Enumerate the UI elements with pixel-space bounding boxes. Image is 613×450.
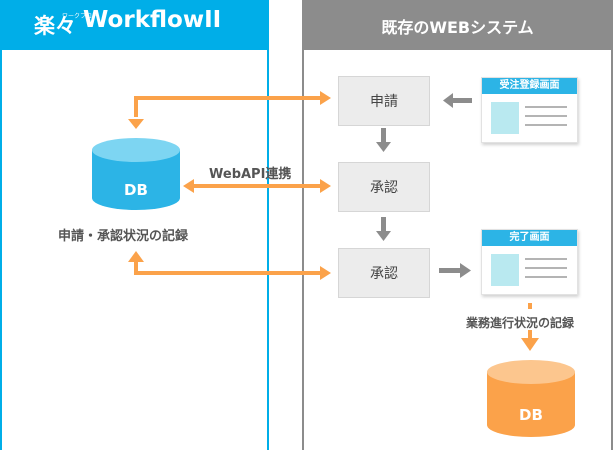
- image-placeholder-icon: [491, 254, 519, 286]
- step-approve-2: 承認: [338, 248, 430, 298]
- step-apply-label: 申請: [370, 94, 398, 110]
- record-arrow: [521, 303, 539, 351]
- text-line: [525, 115, 567, 117]
- step-approve-1-label: 承認: [370, 180, 398, 196]
- order-entry-screen: 受注登録画面: [481, 77, 578, 143]
- connector-webapi: [183, 179, 331, 193]
- records-label: 申請・承認状況の記録: [58, 229, 189, 244]
- connector-approve: [128, 251, 331, 280]
- existing-db-label: DB: [519, 406, 543, 424]
- text-line: [525, 106, 567, 108]
- brand-kana: ワークフロー: [62, 13, 99, 20]
- step-approve-1: 承認: [338, 162, 430, 212]
- text-line: [525, 267, 567, 269]
- brand-kanji: 楽々: [34, 14, 76, 38]
- text-line: [525, 258, 567, 260]
- existing-system-title: 既存のWEBシステム: [381, 18, 534, 37]
- text-line: [525, 124, 567, 126]
- workflow-title: WorkflowII: [83, 7, 222, 33]
- existing-system-header: [302, 0, 613, 50]
- webapi-label: WebAPI連携: [209, 167, 292, 182]
- connector-apply: [128, 91, 331, 129]
- image-placeholder-icon: [491, 102, 519, 134]
- flow-arrows: [376, 93, 472, 278]
- progress-label: 業務進行状況の記録: [466, 316, 575, 330]
- completion-screen-title: 完了画面: [482, 230, 577, 246]
- completion-screen: 完了画面: [481, 229, 578, 295]
- workflow-db-cylinder: [92, 138, 180, 210]
- step-approve-2-label: 承認: [370, 266, 398, 282]
- order-entry-screen-title: 受注登録画面: [482, 78, 577, 94]
- step-apply: 申請: [338, 76, 430, 126]
- workflow-header: [0, 0, 269, 50]
- text-line: [525, 276, 567, 278]
- workflow-db-label: DB: [124, 181, 148, 199]
- existing-db-cylinder: [487, 360, 575, 437]
